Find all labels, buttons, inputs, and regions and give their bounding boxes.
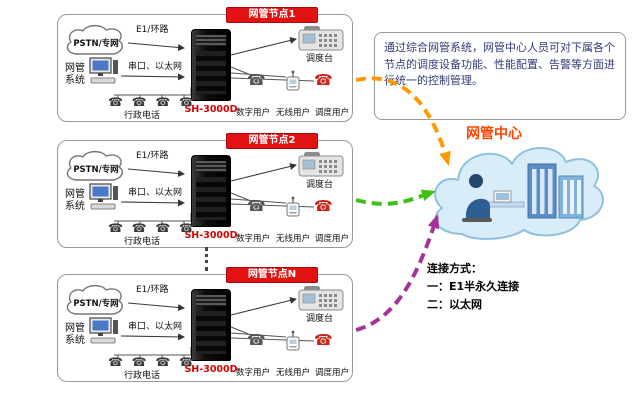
telephone-icon: ☎: [108, 355, 123, 369]
wireless-user-device-icon: [284, 70, 302, 92]
telephone-icon: ☎: [179, 355, 194, 369]
admin-phones-label: 行政电话: [124, 237, 161, 247]
telephone-icon: ☎: [155, 355, 171, 369]
telephone-icon: ☎: [131, 355, 147, 369]
serial-ethernet-label: 串口、以太网: [128, 62, 183, 72]
dispatch-console-icon: [298, 151, 344, 177]
description-box: 通过综合网管系统，网管中心人员可对下属各个节点的调度设备功能、性能配置、告警等方…: [374, 32, 626, 120]
e1-link-label: E1/环路: [136, 151, 169, 161]
node-wiring-lines: [114, 163, 315, 225]
pstn-cloud-label: PSTN/专网: [73, 299, 119, 309]
connection-methods-title: 连接方式：: [427, 262, 482, 275]
node-2-box: 网管节点2 PSTN/专网 E1/环路 网管系统 串口、以太网 SH-3000D…: [57, 133, 353, 248]
server-cabinet-icon: [191, 29, 231, 101]
admin-phones-label: 行政电话: [124, 371, 161, 381]
telephone-icon: ☎: [131, 221, 147, 235]
wireless-user-device-icon: [284, 196, 302, 218]
pstn-cloud: PSTN/专网: [63, 149, 129, 185]
telephone-icon: ☎: [155, 95, 171, 109]
buildings-icon: [527, 163, 584, 219]
admin-phone-row: ☎ ☎ ☎ ☎: [108, 356, 194, 368]
digital-user-phone-icon: ☎: [247, 331, 266, 349]
telephone-icon: ☎: [108, 221, 123, 235]
dispatch-console-icon: [298, 285, 344, 311]
digital-user-label: 数字用户: [236, 368, 271, 378]
server-cabinet-icon: [191, 289, 231, 361]
cloud-shape-icon: [66, 284, 123, 315]
node-banner: 网管节点1: [226, 7, 318, 23]
dispatch-console-label: 调度台: [306, 54, 334, 64]
server-model-label: SH-3000D: [184, 230, 238, 241]
pstn-cloud: PSTN/专网: [63, 283, 129, 319]
server-model-label: SH-3000D: [184, 364, 238, 375]
admin-phone-row: ☎ ☎ ☎ ☎: [108, 222, 194, 234]
computer-icon: [89, 183, 119, 211]
serial-ethernet-label: 串口、以太网: [128, 188, 183, 198]
pstn-cloud-label: PSTN/专网: [73, 165, 119, 175]
pstn-cloud-label: PSTN/专网: [73, 39, 119, 49]
more-nodes-ellipsis: [205, 247, 208, 271]
digital-user-label: 数字用户: [236, 108, 271, 118]
telephone-icon: ☎: [131, 95, 147, 109]
admin-phone-row: ☎ ☎ ☎ ☎: [108, 96, 194, 108]
operator-at-desk-icon: [462, 174, 525, 222]
cloud-shape-icon: [66, 24, 123, 55]
node-n-box: 网管节点N PSTN/专网 E1/环路 网管系统 串口、以太网 SH-3000D…: [57, 267, 353, 382]
node-banner: 网管节点2: [226, 133, 318, 149]
dispatch-console-label: 调度台: [306, 180, 334, 190]
connection-method-2: 二：以太网: [427, 298, 482, 312]
dispatch-user-phone-icon: ☎: [314, 71, 333, 89]
center-title: 网管中心: [466, 126, 522, 142]
digital-user-phone-icon: ☎: [247, 197, 266, 215]
admin-phones-label: 行政电话: [124, 111, 161, 121]
nms-label: 网管系统: [65, 63, 85, 86]
dispatch-console-icon: [298, 25, 344, 51]
dispatch-user-phone-icon: ☎: [314, 331, 333, 349]
pstn-cloud: PSTN/专网: [63, 23, 129, 59]
telephone-icon: ☎: [108, 95, 123, 109]
e1-link-label: E1/环路: [136, 25, 169, 35]
connection-method-1: 一：E1半永久连接: [427, 280, 520, 294]
wireless-user-device-icon: [284, 330, 302, 352]
telephone-icon: ☎: [155, 221, 171, 235]
nms-label: 网管系统: [65, 189, 85, 212]
e1-link-label: E1/环路: [136, 285, 169, 295]
digital-user-phone-icon: ☎: [247, 71, 266, 89]
node-1-box: 网管节点1 PSTN/专网 E1/环路 网管系统 串口、以太网 SH-3000D…: [57, 7, 353, 122]
wireless-user-label: 无线用户: [276, 108, 311, 118]
telephone-icon: ☎: [179, 95, 194, 109]
serial-ethernet-label: 串口、以太网: [128, 322, 183, 332]
center-cloud-illustration: [420, 136, 610, 242]
server-cabinet-icon: [191, 155, 231, 227]
nms-label: 网管系统: [65, 323, 85, 346]
computer-icon: [89, 57, 119, 85]
dispatch-user-label: 调度用户: [315, 234, 350, 244]
server-model-label: SH-3000D: [184, 104, 238, 115]
wireless-user-label: 无线用户: [276, 368, 311, 378]
dispatch-console-label: 调度台: [306, 314, 334, 324]
dispatch-user-phone-icon: ☎: [314, 197, 333, 215]
dispatch-user-label: 调度用户: [315, 368, 350, 378]
connection-methods: 连接方式： 一：E1半永久连接 二：以太网: [427, 260, 519, 314]
cloud-shape-icon: [66, 150, 123, 181]
computer-icon: [89, 317, 119, 345]
dispatch-user-label: 调度用户: [315, 108, 350, 118]
telephone-icon: ☎: [179, 221, 194, 235]
node-banner: 网管节点N: [226, 267, 318, 283]
wireless-user-label: 无线用户: [276, 234, 311, 244]
digital-user-label: 数字用户: [236, 234, 271, 244]
